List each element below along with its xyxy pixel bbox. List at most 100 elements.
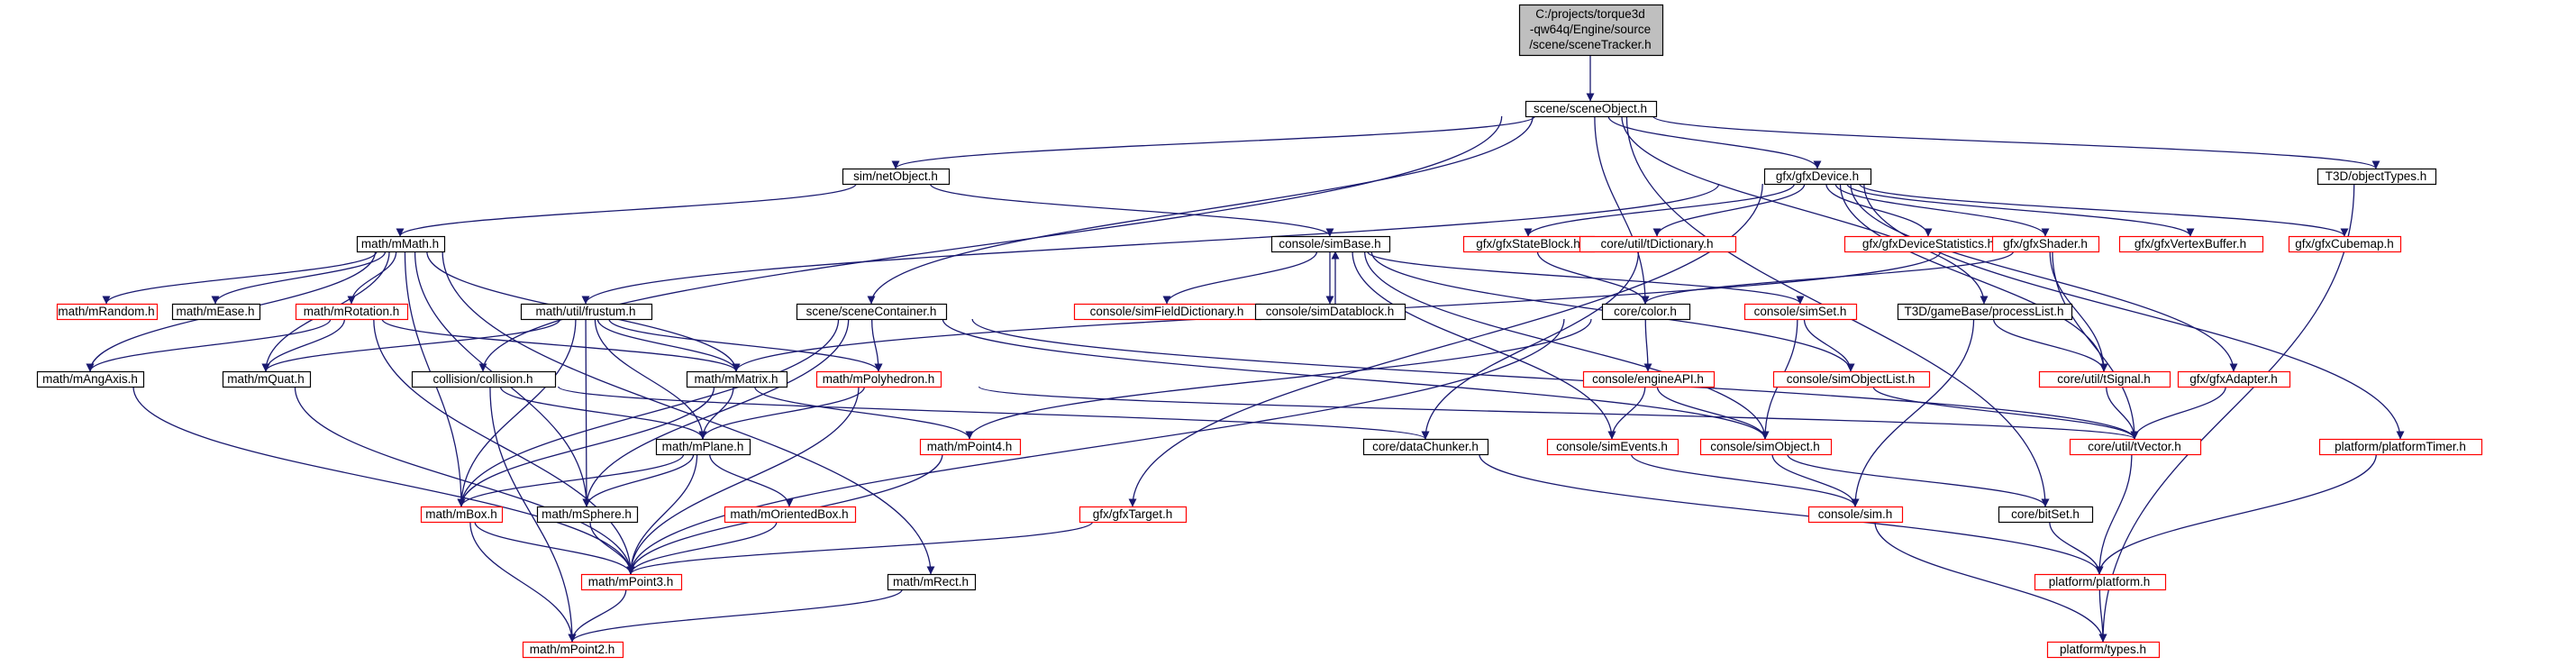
edge-scene-container-to-m-polyhedron xyxy=(870,318,883,372)
node-label: scene/sceneContainer.h xyxy=(806,305,937,318)
node-engine-api[interactable]: console/engineAPI.h xyxy=(1582,370,1716,388)
node-box xyxy=(420,506,504,524)
node-sim-datablock[interactable]: console/simDatablock.h xyxy=(1254,303,1406,321)
node-label: gfx/gfxVertexBuffer.h xyxy=(2135,237,2246,251)
node-label: math/mBox.h xyxy=(425,507,497,521)
node-m-polyhedron[interactable]: math/mPolyhedron.h xyxy=(815,370,942,388)
node-sim-base[interactable]: console/simBase.h xyxy=(1270,235,1391,253)
edge-scene-object-to-object-types xyxy=(1652,115,2380,169)
edge-gfx-device-to-gfx-shader xyxy=(1834,183,2050,237)
edge-m-matrix-to-m-point4 xyxy=(754,386,974,440)
node-box xyxy=(1998,506,2094,524)
node-m-rotation[interactable]: math/mRotation.h xyxy=(295,303,409,321)
node-label: math/mRandom.h xyxy=(58,305,154,318)
node-gfx-adapter[interactable]: gfx/gfxAdapter.h xyxy=(2177,370,2291,388)
edge-frustum-to-m-polyhedron xyxy=(608,318,883,372)
node-m-random[interactable]: math/mRandom.h xyxy=(56,303,159,321)
node-platform-timer[interactable]: platform/platformTimer.h xyxy=(2318,438,2483,456)
node-label: math/mPoint2.h xyxy=(530,643,615,656)
node-m-matrix[interactable]: math/mMatrix.h xyxy=(686,370,788,388)
node-bit-set[interactable]: core/bitSet.h xyxy=(1998,506,2094,524)
node-label: console/simObjectList.h xyxy=(1787,372,1916,386)
node-m-plane[interactable]: math/mPlane.h xyxy=(655,438,751,456)
edge-scene-object-to-scene-container xyxy=(867,115,1534,305)
node-box xyxy=(2318,438,2483,456)
node-sim-field-dictionary[interactable]: console/simFieldDictionary.h xyxy=(1073,303,1262,321)
node-object-types[interactable]: T3D/objectTypes.h xyxy=(2317,168,2437,186)
node-box xyxy=(522,641,624,659)
node-m-sphere[interactable]: math/mSphere.h xyxy=(536,506,639,524)
node-label: math/mOrientedBox.h xyxy=(730,507,848,521)
node-box xyxy=(2317,168,2437,186)
node-label: math/mMath.h xyxy=(361,237,439,251)
edge-scene-object-to-collision xyxy=(478,115,1503,372)
node-sim[interactable]: console/sim.h xyxy=(1807,506,1904,524)
node-sim-object[interactable]: console/simObject.h xyxy=(1699,438,1833,456)
node-net-object[interactable]: sim/netObject.h xyxy=(842,168,951,186)
edge-scene-container-to-sim-object xyxy=(942,318,1770,440)
node-t-signal[interactable]: core/util/tSignal.h xyxy=(2038,370,2171,388)
node-gfx-state-block[interactable]: gfx/gfxStateBlock.h xyxy=(1462,235,1596,253)
edge-gfx-device-to-t-signal xyxy=(1839,183,2108,372)
node-platform[interactable]: platform/platform.h xyxy=(2034,573,2167,591)
node-box xyxy=(2177,370,2291,388)
node-m-math[interactable]: math/mMath.h xyxy=(356,235,446,253)
node-m-box[interactable]: math/mBox.h xyxy=(420,506,504,524)
root-node-label-line: C:/projects/torque3d xyxy=(1535,7,1645,21)
node-box xyxy=(171,303,261,321)
node-box xyxy=(724,506,857,524)
node-m-oriented-box[interactable]: math/mOrientedBox.h xyxy=(724,506,857,524)
node-sim-set[interactable]: console/simSet.h xyxy=(1743,303,1858,321)
node-box xyxy=(1763,168,1872,186)
node-m-quat[interactable]: math/mQuat.h xyxy=(222,370,312,388)
node-box xyxy=(1362,438,1489,456)
node-scene-object[interactable]: scene/sceneObject.h xyxy=(1525,100,1658,118)
node-label: gfx/gfxShader.h xyxy=(2003,237,2088,251)
node-gfx-shader[interactable]: gfx/gfxShader.h xyxy=(1991,235,2100,253)
node-frustum[interactable]: math/util/frustum.h xyxy=(520,303,653,321)
edge-m-ang-axis-to-m-point3 xyxy=(132,386,635,575)
edge-m-box-to-m-point2 xyxy=(469,521,577,643)
node-label: platform/types.h xyxy=(2060,643,2146,656)
node-m-point4[interactable]: math/mPoint4.h xyxy=(919,438,1022,456)
node-box xyxy=(1079,506,1188,524)
node-m-point2[interactable]: math/mPoint2.h xyxy=(522,641,624,659)
node-gfx-vertex-buffer[interactable]: gfx/gfxVertexBuffer.h xyxy=(2118,235,2264,253)
edge-collision-to-m-plane xyxy=(499,386,707,440)
node-gfx-device-statistics[interactable]: gfx/gfxDeviceStatistics.h xyxy=(1843,235,2015,253)
node-label: platform/platformTimer.h xyxy=(2335,440,2466,453)
node-label: console/simEvents.h xyxy=(1556,440,1668,453)
node-box xyxy=(580,573,683,591)
edge-sim-object-list-to-t-vector xyxy=(1872,386,2139,440)
node-scene-container[interactable]: scene/sceneContainer.h xyxy=(796,303,948,321)
node-box xyxy=(1270,235,1391,253)
node-types[interactable]: platform/types.h xyxy=(2046,641,2161,659)
node-label: gfx/gfxStateBlock.h xyxy=(1476,237,1580,251)
node-label: console/simObject.h xyxy=(1710,440,1820,453)
node-sim-object-list[interactable]: console/simObjectList.h xyxy=(1772,370,1931,388)
node-gfx-device[interactable]: gfx/gfxDevice.h xyxy=(1763,168,1872,186)
edge-sim-to-types xyxy=(1874,521,2107,643)
node-t-dictionary[interactable]: core/util/tDictionary.h xyxy=(1579,235,1737,253)
edge-m-math-to-m-random xyxy=(102,251,378,305)
node-gfx-cubemap[interactable]: gfx/gfxCubemap.h xyxy=(2288,235,2402,253)
edge-frustum-to-m-quat xyxy=(261,318,561,372)
node-m-rect[interactable]: math/mRect.h xyxy=(887,573,977,591)
node-t-vector[interactable]: core/util/tVector.h xyxy=(2069,438,2202,456)
node-label: console/simSet.h xyxy=(1754,305,1847,318)
node-box xyxy=(1699,438,1833,456)
node-m-ang-axis[interactable]: math/mAngAxis.h xyxy=(36,370,145,388)
node-gfx-target[interactable]: gfx/gfxTarget.h xyxy=(1079,506,1188,524)
edge-gfx-device-to-gfx-cubemap xyxy=(1859,183,2349,237)
node-process-list[interactable]: T3D/gameBase/processList.h xyxy=(1897,303,2073,321)
node-m-ease[interactable]: math/mEase.h xyxy=(171,303,261,321)
node-color[interactable]: core/color.h xyxy=(1601,303,1691,321)
node-collision[interactable]: collision/collision.h xyxy=(411,370,557,388)
node-box xyxy=(1525,100,1658,118)
node-data-chunker[interactable]: core/dataChunker.h xyxy=(1362,438,1489,456)
node-box xyxy=(2038,370,2171,388)
node-sim-events[interactable]: console/simEvents.h xyxy=(1546,438,1679,456)
edge-sim-object-to-bit-set xyxy=(1787,453,2050,507)
node-m-point3[interactable]: math/mPoint3.h xyxy=(580,573,683,591)
